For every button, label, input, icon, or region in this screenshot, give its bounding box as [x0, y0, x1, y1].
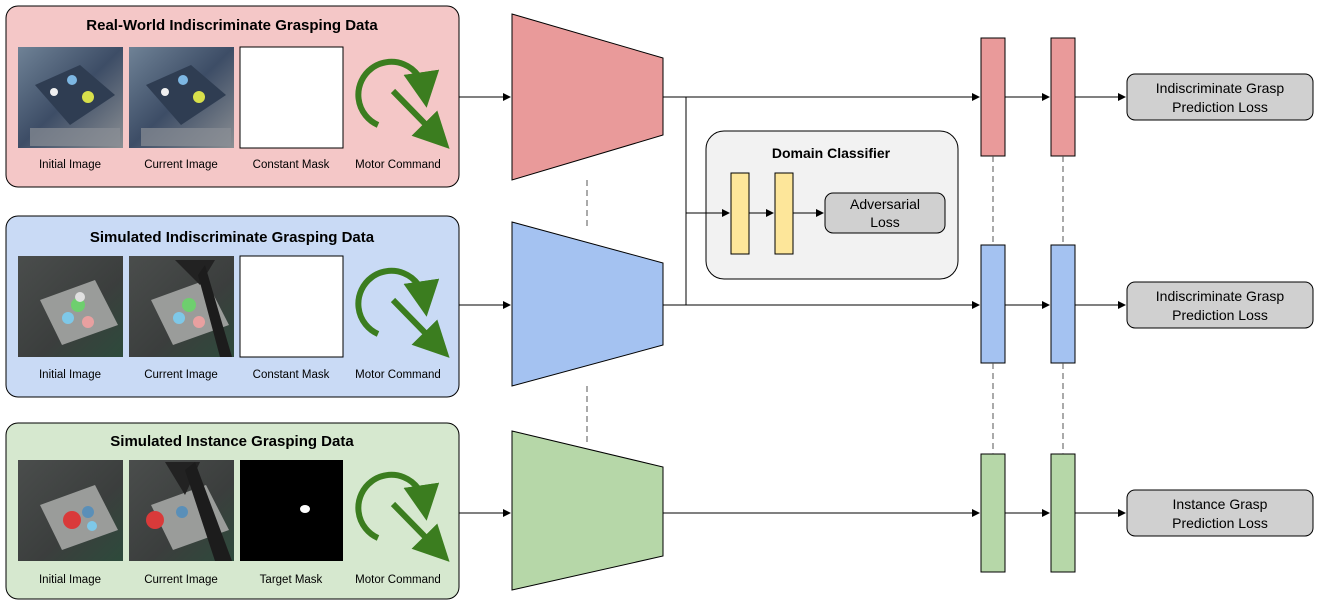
caption-current-image: Current Image: [144, 574, 218, 586]
initial-image: [18, 47, 123, 148]
dc-layer: [774, 172, 794, 255]
panel-simulated-instance: Simulated Instance Grasping Data Initial…: [5, 422, 460, 600]
panel-real-world: Real-World Indiscriminate Grasping Data …: [5, 5, 460, 188]
caption-initial-image: Initial Image: [39, 574, 101, 586]
current-image: [129, 460, 234, 561]
encoder-instance: [511, 430, 664, 591]
caption-motor-command: Motor Command: [355, 159, 441, 171]
caption-initial-image: Initial Image: [39, 159, 101, 171]
loss-real: Indiscriminate Grasp Prediction Loss: [1126, 73, 1314, 121]
motor-command-icon: [355, 471, 450, 562]
loss-sim-line2: Prediction Loss: [1172, 307, 1268, 323]
panel-title: Simulated Instance Grasping Data: [110, 433, 354, 450]
head-layer-instance-2: [1050, 453, 1076, 573]
current-image: [129, 256, 234, 357]
constant-mask: [239, 255, 344, 358]
loss-sim-line1: Indiscriminate Grasp: [1156, 288, 1285, 304]
panel-simulated-indiscriminate: Simulated Indiscriminate Grasping Data I…: [5, 215, 460, 398]
caption-mask: Target Mask: [260, 574, 323, 586]
loss-instance-line1: Instance Grasp: [1173, 496, 1268, 512]
loss-real-line2: Prediction Loss: [1172, 99, 1268, 115]
domain-classifier-title: Domain Classifier: [772, 145, 891, 161]
motor-command-icon: [355, 267, 450, 358]
caption-mask: Constant Mask: [253, 369, 330, 381]
loss-sim: Indiscriminate Grasp Prediction Loss: [1126, 281, 1314, 329]
caption-current-image: Current Image: [144, 159, 218, 171]
initial-image: [18, 256, 123, 357]
encoder-sim: [511, 221, 664, 387]
panel-title: Real-World Indiscriminate Grasping Data: [86, 17, 378, 34]
constant-mask: [239, 46, 344, 149]
loss-instance: Instance Grasp Prediction Loss: [1126, 489, 1314, 537]
adversarial-loss-line2: Loss: [870, 214, 900, 230]
initial-image: [18, 460, 123, 561]
encoder-real: [511, 13, 664, 181]
head-layer-instance-1: [980, 453, 1006, 573]
head-layer-sim-2: [1050, 244, 1076, 364]
domain-classifier: Domain Classifier Adversarial Loss: [705, 130, 959, 280]
head-layer-real-2: [1050, 37, 1076, 157]
head-layer-real-1: [980, 37, 1006, 157]
caption-motor-command: Motor Command: [355, 574, 441, 586]
loss-instance-line2: Prediction Loss: [1172, 515, 1268, 531]
caption-current-image: Current Image: [144, 369, 218, 381]
caption-mask: Constant Mask: [253, 159, 330, 171]
loss-real-line1: Indiscriminate Grasp: [1156, 80, 1285, 96]
current-image: [129, 47, 234, 148]
caption-motor-command: Motor Command: [355, 369, 441, 381]
adversarial-loss-box: [824, 192, 946, 234]
motor-command-icon: [355, 58, 450, 149]
adversarial-loss-line1: Adversarial: [850, 196, 920, 212]
caption-initial-image: Initial Image: [39, 369, 101, 381]
panel-title: Simulated Indiscriminate Grasping Data: [90, 229, 375, 246]
dc-layer: [730, 172, 750, 255]
head-layer-sim-1: [980, 244, 1006, 364]
target-mask: [240, 460, 343, 561]
